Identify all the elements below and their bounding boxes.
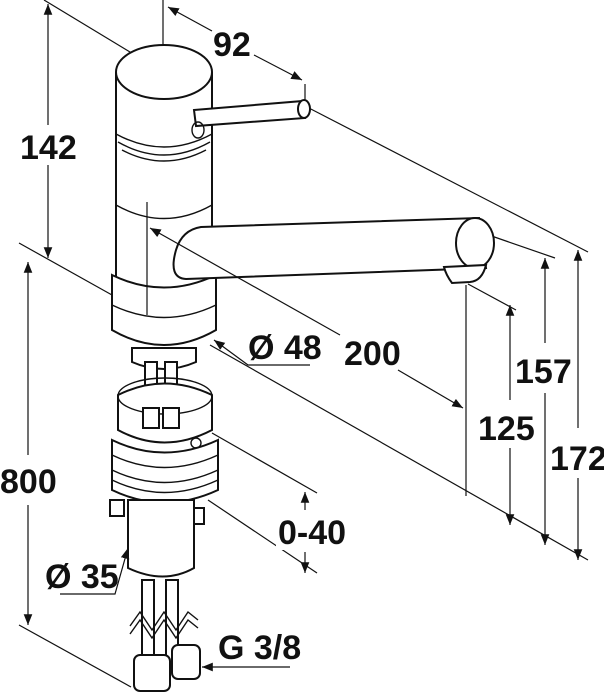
dimension-labels: 142 92 200 Ø 48 125 157 172 800 0-40 Ø 3… [0,26,604,667]
dim-g-3-8: G 3/8 [218,629,301,667]
dim-diameter-48: Ø 48 [248,329,322,367]
dim-142: 142 [20,129,77,167]
dimension-arrows [23,3,583,672]
dim-diameter-35: Ø 35 [45,558,119,596]
dim-157: 157 [515,353,572,391]
mounting-assembly [109,347,219,692]
dim-172: 172 [550,440,604,478]
dim-0-40: 0-40 [278,514,346,552]
dim-800: 800 [0,463,57,501]
extension-lines [18,0,589,688]
faucet-body [111,44,495,346]
dim-200: 200 [344,335,401,373]
dim-92: 92 [213,26,251,64]
dim-125: 125 [478,410,535,448]
